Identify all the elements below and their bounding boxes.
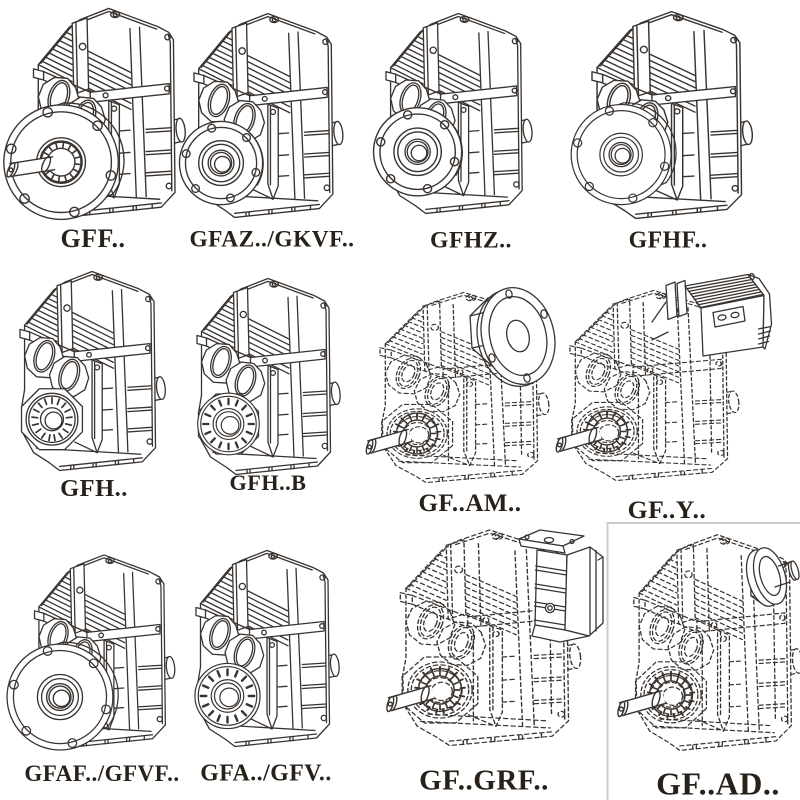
drawing-gfh (20, 272, 166, 471)
cell-border-line (606, 522, 800, 800)
drawing-gfhf (571, 12, 753, 219)
label-gfaz-gkvf: GFAZ../GKVF.. (189, 226, 355, 253)
gearbox-drawing-ref (4, 8, 186, 219)
label-gfh: GFH.. (60, 475, 128, 502)
label-gf-grf: GF..GRF.. (419, 764, 549, 797)
gearbox-drawing-ref (197, 279, 341, 475)
drawing-gf-grf (386, 530, 603, 746)
drawing-gfaf-gfvf (7, 555, 176, 750)
label-gfaf-gfvf: GFAF../GFVF.. (24, 761, 180, 786)
gearbox-drawing-ref (179, 14, 343, 218)
gearbox-drawing-ref (20, 272, 166, 471)
gearbox-drawing-ref (195, 551, 340, 747)
label-gfa-gfv: GFA../GFV.. (200, 760, 332, 787)
gearbox-drawing-ref (617, 535, 800, 751)
gearbox-drawing-ref (374, 14, 533, 214)
label-gf-y: GF..Y.. (627, 495, 707, 524)
drawing-gff (4, 8, 186, 219)
label-gff: GFF.. (60, 224, 126, 253)
label-gf-ad: GF..AD.. (656, 765, 780, 800)
label-gfhz: GFHZ.. (430, 227, 512, 254)
drawing-gfaz-gkvf (179, 14, 343, 218)
drawing-gfhz (374, 14, 533, 214)
drawing-gfh-b (197, 279, 341, 475)
label-gf-am: GF..AM.. (418, 490, 522, 517)
drawing-gf-y (555, 273, 772, 480)
gearbox-drawing-ref (365, 280, 565, 483)
drawing-gf-ad (617, 535, 800, 751)
gearbox-drawing-ref (7, 555, 176, 750)
gearbox-drawing-ref (555, 273, 772, 480)
drawing-gf-am (365, 280, 565, 483)
drawing-gfa-gfv (195, 551, 340, 747)
label-gfh-b: GFH..B (229, 470, 307, 495)
label-gfhf: GFHF.. (628, 227, 708, 254)
gearbox-drawing-ref (571, 12, 753, 219)
gearbox-drawing-ref (386, 530, 603, 746)
